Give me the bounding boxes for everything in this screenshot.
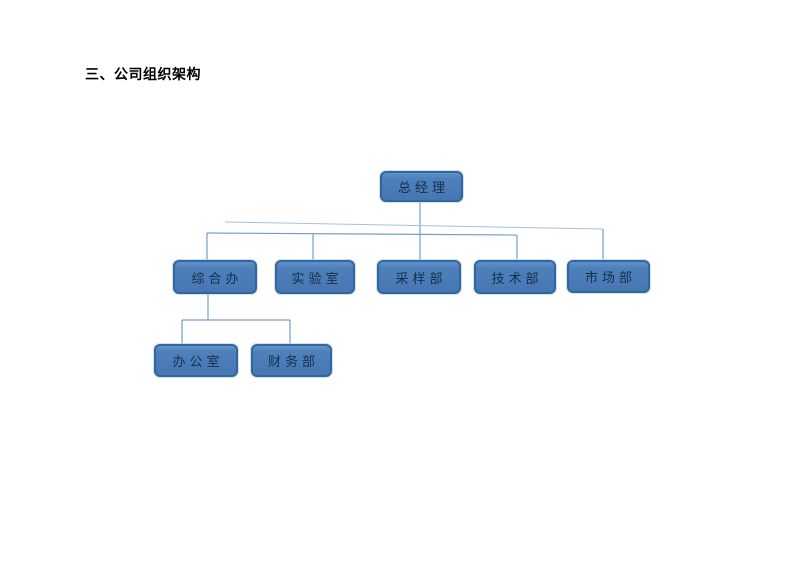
org-node-laboratory: 实验室: [275, 260, 355, 294]
org-node-technical-dept: 技术部: [474, 260, 556, 294]
section-heading: 三、公司组织架构: [85, 67, 201, 83]
org-node-office: 办公室: [154, 344, 238, 377]
org-node-general-manager: 总经理: [380, 171, 463, 202]
org-node-finance-dept: 财务部: [251, 344, 332, 377]
org-node-comprehensive-office: 综合办: [173, 260, 257, 294]
org-node-sampling-dept: 采样部: [377, 260, 461, 294]
org-node-marketing-dept: 市场部: [567, 260, 650, 293]
